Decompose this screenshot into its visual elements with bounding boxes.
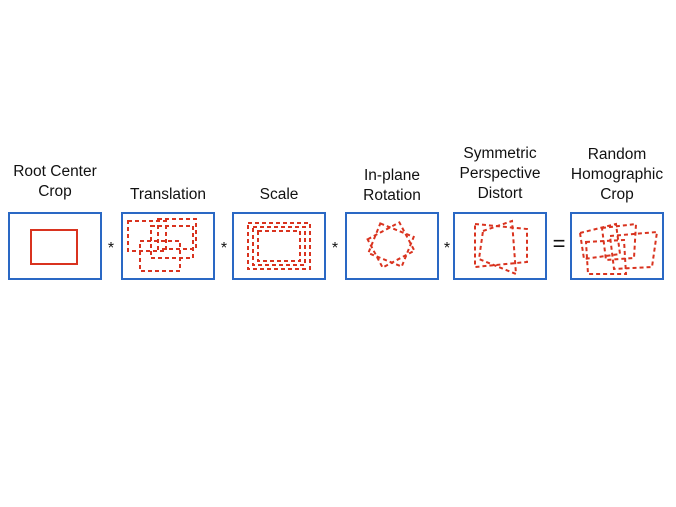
homographic-crop-2 bbox=[584, 238, 628, 275]
label-random-homographic-crop: Random Homographic Crop bbox=[570, 146, 664, 203]
translated-crop-3 bbox=[150, 225, 194, 259]
perspective-crop-1 bbox=[474, 222, 528, 269]
translated-crop-4 bbox=[157, 218, 197, 250]
operator-multiply-2: * bbox=[220, 240, 228, 257]
root-crop-graphic bbox=[30, 229, 78, 265]
translated-crop-1 bbox=[127, 220, 167, 252]
translation-graphic bbox=[127, 218, 197, 272]
homographic-crop-4 bbox=[600, 222, 638, 262]
label-scale: Scale bbox=[259, 186, 299, 203]
operator-multiply-3: * bbox=[331, 240, 339, 257]
panel-root-center-crop bbox=[8, 212, 102, 280]
label-translation: Translation bbox=[129, 186, 207, 203]
rotated-crop-2 bbox=[367, 222, 415, 268]
scaled-crop-2 bbox=[252, 226, 306, 266]
homographic-graphic bbox=[578, 222, 659, 275]
label-symmetric-perspective-distort: Symmetric Perspective Distort bbox=[459, 145, 541, 202]
panel-in-plane-rotation bbox=[345, 212, 439, 280]
operator-multiply-1: * bbox=[107, 240, 115, 257]
panel-scale bbox=[232, 212, 326, 280]
label-root-center-crop: Root Center Crop bbox=[13, 163, 97, 200]
operator-equals: = bbox=[552, 231, 566, 256]
rotated-crop-1 bbox=[366, 221, 416, 269]
scaled-crop-3 bbox=[257, 230, 301, 262]
perspective-graphic bbox=[474, 219, 528, 276]
label-in-plane-rotation: In-plane Rotation bbox=[363, 167, 421, 204]
scale-graphic bbox=[247, 222, 311, 270]
homographic-crop-3 bbox=[608, 230, 659, 271]
panel-symmetric-perspective-distort bbox=[453, 212, 547, 280]
operator-multiply-4: * bbox=[443, 240, 451, 257]
panel-random-homographic-crop bbox=[570, 212, 664, 280]
perspective-crop-2 bbox=[477, 219, 518, 276]
scaled-crop-1 bbox=[247, 222, 311, 270]
panel-translation bbox=[121, 212, 215, 280]
crop-rect bbox=[30, 229, 78, 265]
translated-crop-2 bbox=[139, 240, 181, 272]
rotation-graphic bbox=[366, 221, 416, 269]
